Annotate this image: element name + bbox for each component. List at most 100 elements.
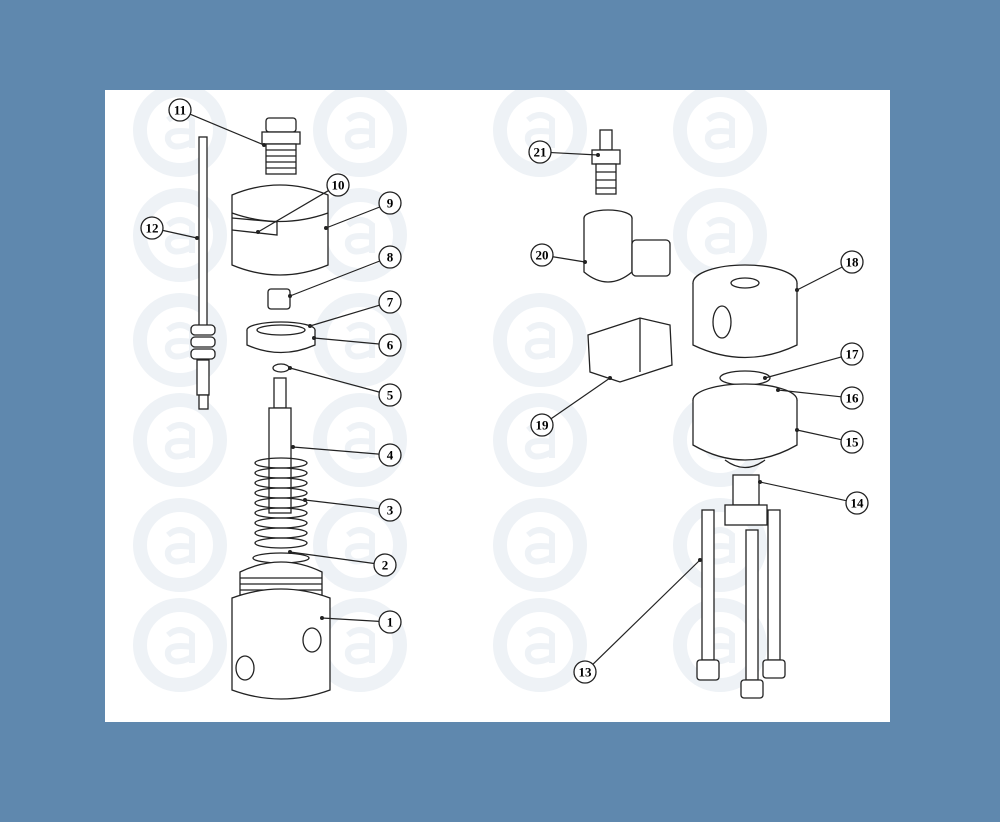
part-3-spring [254,457,308,549]
leader-arrow [324,226,328,230]
watermark-ring [133,598,227,692]
leader-arrow [795,428,799,432]
watermark-letter-shape [524,627,555,665]
leader-line [550,377,611,420]
leader-line [309,304,380,327]
watermark-logo [313,498,407,592]
callout-circle [378,191,402,215]
leader-line [292,446,380,455]
watermark [133,90,767,692]
part-14-fitting [724,474,768,526]
leader-line [325,206,380,229]
part-8-nut [267,288,291,310]
watermark-ring [313,498,407,592]
part-21-fitting [591,129,621,195]
watermark-letter-shape [344,627,375,665]
watermark-letter-shape [344,322,375,360]
callout-1: 1 [320,610,402,634]
callout-circle [378,290,402,314]
callout-label: 10 [332,178,345,193]
callout-label: 21 [534,145,547,160]
leader-arrow [262,143,266,147]
leader-line [550,151,599,156]
callout-label: 3 [387,503,394,518]
callout-20: 20 [530,243,587,267]
watermark-letter-shape [344,422,375,460]
watermark-ring [133,293,227,387]
part-15-16-17-body [692,370,798,469]
watermark-ring [493,90,587,177]
leader-arrow [288,366,292,370]
watermark-ring [493,293,587,387]
parts [190,117,798,700]
leader-arrow [303,498,307,502]
callout-circle [840,386,864,410]
callout-label: 4 [387,448,394,463]
part-6-7-seat [246,321,316,354]
leader-arrow [608,376,612,380]
watermark-ring [313,90,407,177]
leader-arrow [312,336,316,340]
watermark-ring [493,598,587,692]
leader-line [796,429,842,441]
callout-label: 2 [382,558,389,573]
leader-arrow [763,376,767,380]
callout-label: 9 [387,196,394,211]
leader-line [304,499,380,510]
watermark-logo [493,293,587,387]
leader-arrow [698,558,702,562]
watermark-letter-shape [344,217,375,255]
watermark-logo [313,393,407,487]
callout-9: 9 [324,191,402,230]
part-5-washer [272,363,290,373]
leader-arrow [195,236,199,240]
callout-label: 19 [536,418,550,433]
watermark-logo [493,393,587,487]
watermark-letter-shape [164,527,195,565]
callout-circle [840,342,864,366]
watermark-logo [673,90,767,177]
callout-5: 5 [288,366,402,407]
leader-line [592,559,701,665]
callout-19: 19 [530,376,612,437]
callout-21: 21 [528,140,600,164]
callout-circle [840,250,864,274]
callout-circle [378,610,402,634]
callout-circle [528,140,552,164]
watermark-letter-shape [524,527,555,565]
part-12-rod [190,136,216,410]
callout-2: 2 [288,550,397,577]
leader-arrow [596,153,600,157]
callout-label: 18 [846,255,860,270]
leader-line [759,481,847,502]
watermark-ring [493,498,587,592]
callout-14: 14 [758,480,869,515]
callout-circle [840,430,864,454]
watermark-ring [133,188,227,282]
callout-label: 5 [387,388,394,403]
leader-arrow [776,388,780,392]
watermark-letter-shape [164,627,195,665]
callout-label: 20 [536,248,549,263]
callout-circle [573,660,597,684]
callout-label: 7 [387,295,394,310]
watermark-letter-shape [344,112,375,150]
part-20-elbow [583,209,671,283]
part-11-fitting [261,117,301,175]
leader-line [796,266,843,291]
callout-15: 15 [795,428,864,454]
watermark-logo [133,598,227,692]
leader-arrow [288,550,292,554]
callout-circle [326,173,350,197]
callout-13: 13 [573,558,702,684]
watermark-logo [133,188,227,282]
watermark-letter-shape [164,422,195,460]
callout-16: 16 [776,386,864,410]
watermark-ring [133,498,227,592]
callout-12: 12 [140,216,199,240]
callout-3: 3 [303,498,402,522]
leader-arrow [308,324,312,328]
leader-line [289,367,380,393]
